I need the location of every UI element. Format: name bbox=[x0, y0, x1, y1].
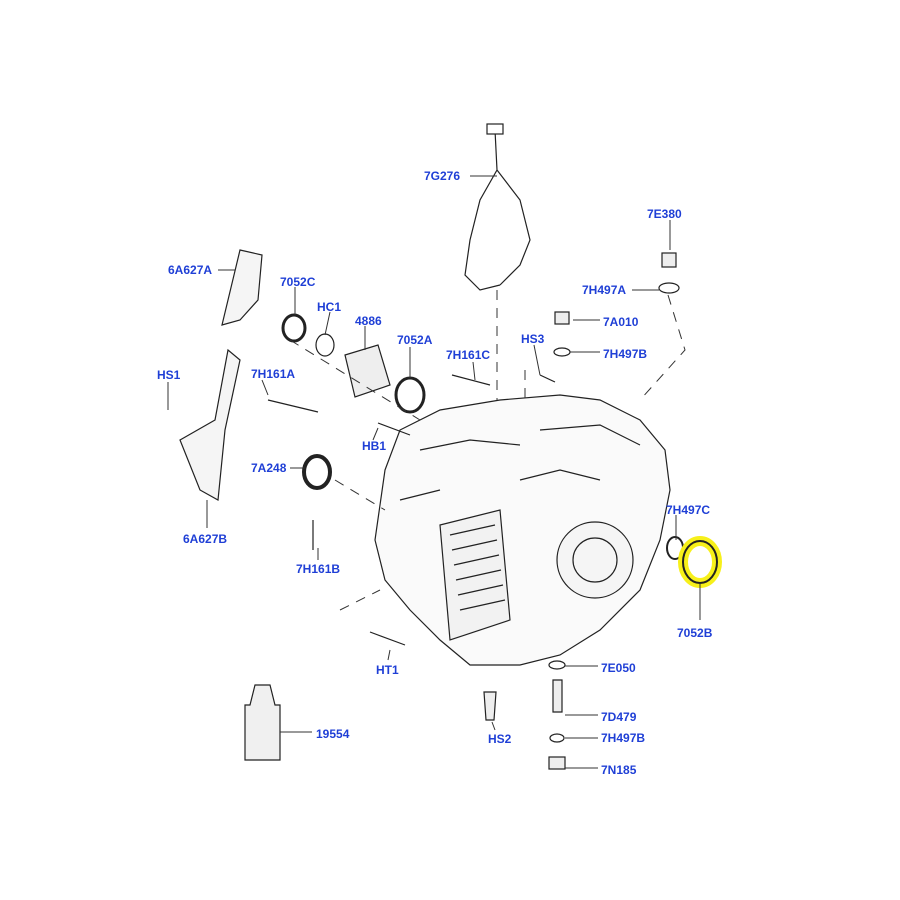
sealant-bottle bbox=[244, 684, 281, 761]
part-label-6a627b[interactable]: 6A627B bbox=[183, 532, 228, 546]
part-label-hs2[interactable]: HS2 bbox=[488, 732, 512, 746]
part-label-4886[interactable]: 4886 bbox=[355, 314, 382, 328]
part-label-7h497a[interactable]: 7H497A bbox=[582, 283, 627, 297]
part-label-hc1[interactable]: HC1 bbox=[317, 300, 342, 314]
part-label-7d479[interactable]: 7D479 bbox=[601, 710, 637, 724]
transmission-housing bbox=[374, 394, 671, 666]
part-label-7h161a[interactable]: 7H161A bbox=[251, 367, 296, 381]
part-label-7a248[interactable]: 7A248 bbox=[251, 461, 287, 475]
part-label-7g276[interactable]: 7G276 bbox=[424, 169, 461, 183]
part-label-7h497b[interactable]: 7H497B bbox=[603, 347, 648, 361]
part-label-19554[interactable]: 19554 bbox=[316, 727, 350, 741]
part-label-7h161b[interactable]: 7H161B bbox=[296, 562, 341, 576]
part-label-6a627a[interactable]: 6A627A bbox=[168, 263, 213, 277]
part-label-7052a[interactable]: 7052A bbox=[397, 333, 433, 347]
part-label-7h161c[interactable]: 7H161C bbox=[446, 348, 491, 362]
part-label-7052b[interactable]: 7052B bbox=[677, 626, 713, 640]
part-label-7e380[interactable]: 7E380 bbox=[647, 207, 682, 221]
part-label-7h497b-lower[interactable]: 7H497B bbox=[601, 731, 646, 745]
part-label-hs1[interactable]: HS1 bbox=[157, 368, 181, 382]
part-label-7052c[interactable]: 7052C bbox=[280, 275, 316, 289]
part-label-7n185[interactable]: 7N185 bbox=[601, 763, 637, 777]
bracket-6a627b bbox=[179, 348, 241, 501]
part-label-7h497c[interactable]: 7H497C bbox=[666, 503, 711, 517]
part-label-7e050[interactable]: 7E050 bbox=[601, 661, 636, 675]
part-label-ht1[interactable]: HT1 bbox=[376, 663, 399, 677]
wiring-harness bbox=[464, 129, 531, 291]
part-label-hb1[interactable]: HB1 bbox=[362, 439, 387, 453]
part-label-hs3[interactable]: HS3 bbox=[521, 332, 545, 346]
shield-6a627a bbox=[221, 249, 263, 326]
part-label-7a010[interactable]: 7A010 bbox=[603, 315, 639, 329]
